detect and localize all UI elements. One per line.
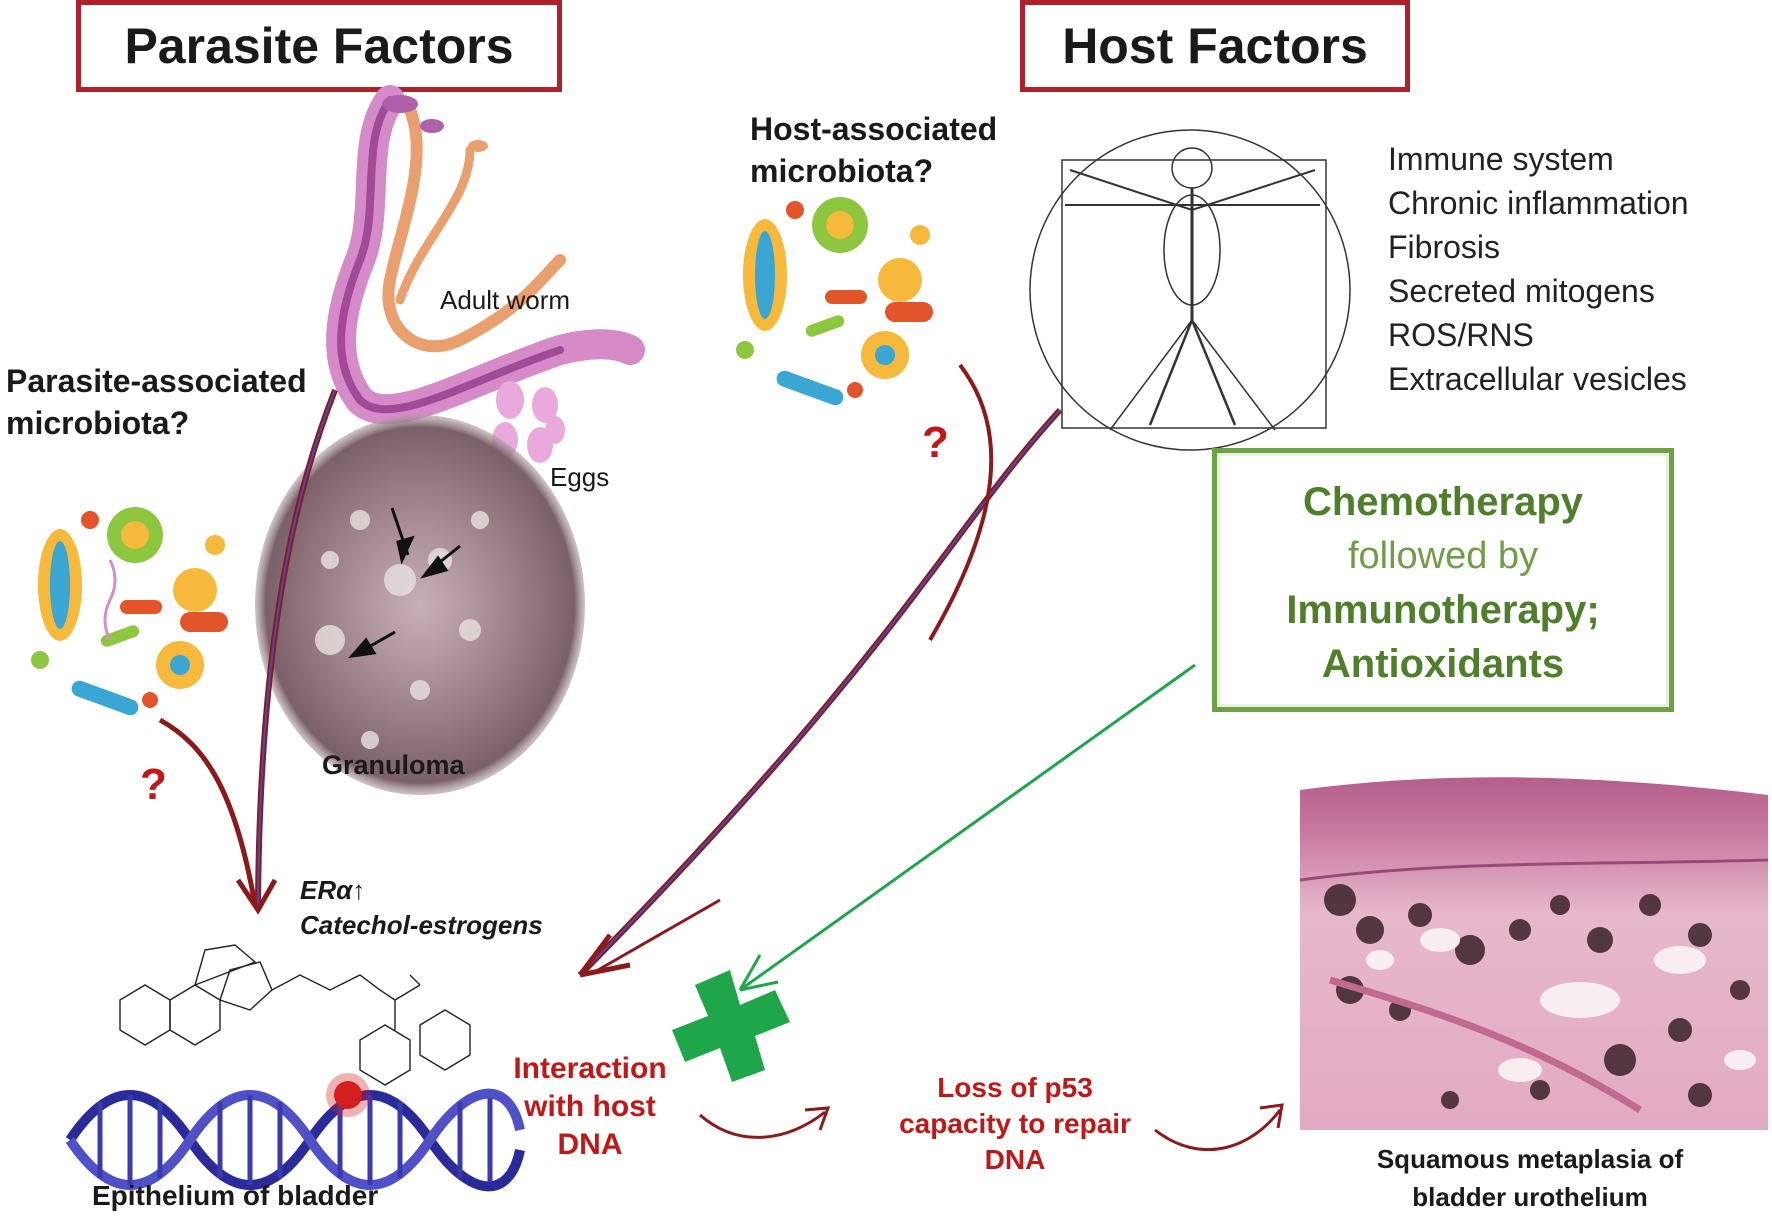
host-factor-extracellular-vesicles: Extracellular vesicles bbox=[1388, 361, 1687, 397]
adult-worm-label: Adult worm bbox=[440, 285, 571, 315]
parasite-microbiota-label: Parasite-associated microbiota? bbox=[6, 363, 307, 441]
host-factor-immune-system: Immune system bbox=[1388, 141, 1614, 177]
p53-to-metaplasia-arrow bbox=[1154, 1103, 1284, 1152]
adult-worm-illustration bbox=[326, 85, 645, 425]
interaction-to-p53-arrow bbox=[699, 1106, 831, 1139]
vitruvian-man-illustration bbox=[1029, 129, 1351, 451]
host-microbiota-cluster bbox=[715, 175, 945, 406]
dna-helix-illustration bbox=[65, 1073, 525, 1192]
parasite-question-mark: ? bbox=[140, 760, 167, 809]
parasite-to-dna-arrow bbox=[235, 388, 338, 915]
host-factor-chronic-inflammation: Chronic inflammation bbox=[1388, 185, 1689, 221]
treatment-to-plus-arrow bbox=[738, 663, 1196, 992]
host-factors-title: Host Factors bbox=[1020, 0, 1410, 92]
green-plus-icon bbox=[672, 970, 790, 1082]
host-microbiota-label: Host-associated microbiota? bbox=[750, 111, 998, 189]
host-to-interaction-arrow bbox=[577, 363, 1063, 978]
treatment-followed-by: followed by bbox=[1347, 535, 1539, 577]
epithelium-label: Epithelium of bladder bbox=[92, 1180, 379, 1211]
treatment-box: Chemotherapy followed by Immunotherapy; … bbox=[1212, 448, 1674, 712]
estrogen-structure-diagram bbox=[119, 944, 471, 1086]
granuloma-label: Granuloma bbox=[322, 750, 465, 780]
eggs-illustration bbox=[492, 381, 565, 463]
squamous-metaplasia-histology-image bbox=[1299, 768, 1769, 1130]
host-question-mark: ? bbox=[922, 418, 949, 467]
squamous-metaplasia-label: Squamous metaplasia of bladder urotheliu… bbox=[1376, 1144, 1684, 1212]
treatment-chemotherapy: Chemotherapy bbox=[1302, 480, 1584, 524]
host-factor-ros-rns: ROS/RNS bbox=[1388, 317, 1534, 353]
parasite-factors-title: Parasite Factors bbox=[76, 0, 562, 92]
granuloma-image bbox=[255, 415, 585, 795]
parasite-microbiota-cluster bbox=[15, 485, 245, 716]
treatment-antioxidants: Antioxidants bbox=[1321, 642, 1565, 686]
interaction-with-host-dna-label: Interaction with host DNA bbox=[513, 1052, 667, 1161]
host-factors-list: Immune system Chronic inflammation Fibro… bbox=[1388, 137, 1689, 401]
eggs-label: Eggs bbox=[550, 462, 610, 492]
host-factor-fibrosis: Fibrosis bbox=[1388, 229, 1501, 265]
parasite-microbiota-arrow bbox=[158, 717, 258, 906]
treatment-immunotherapy: Immunotherapy; bbox=[1286, 588, 1600, 632]
catechol-estrogens-label: Catechol-estrogens bbox=[300, 910, 543, 940]
er-alpha-label: ERα↑ bbox=[300, 875, 366, 905]
loss-of-p53-label: Loss of p53 capacity to repair DNA bbox=[899, 1072, 1131, 1175]
host-factor-secreted-mitogens: Secreted mitogens bbox=[1388, 273, 1655, 309]
